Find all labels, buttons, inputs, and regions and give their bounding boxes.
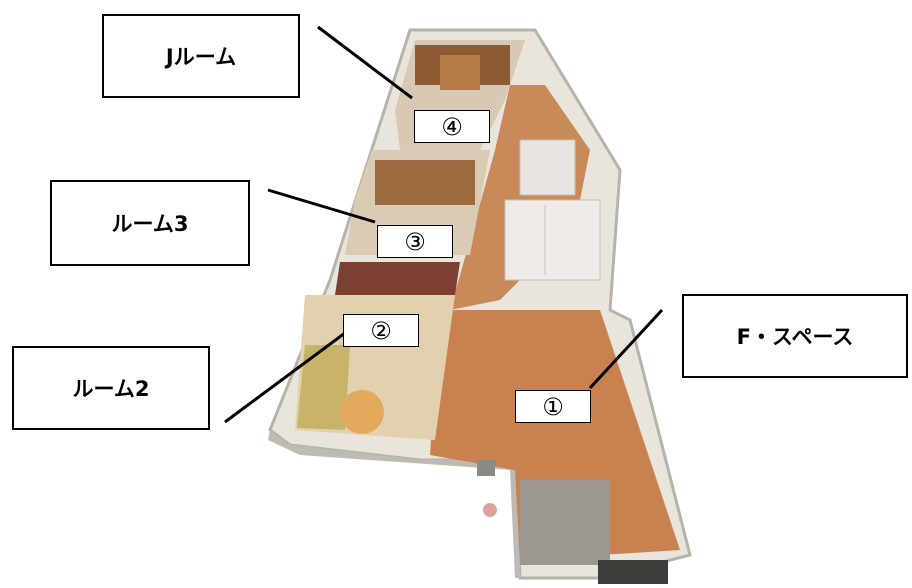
leader-line-f-space — [588, 308, 664, 390]
marker-1-text: ① — [542, 392, 564, 421]
entrance-light — [483, 503, 497, 517]
room3-callout: ルーム3 — [50, 180, 250, 266]
room2-tatami — [297, 345, 350, 430]
marker-3: ③ — [377, 225, 453, 258]
leader-line-j-room — [317, 25, 413, 100]
side-wall-shade — [268, 430, 520, 578]
f-space-callout: F・スペース — [682, 294, 908, 378]
j-room-panel — [440, 55, 480, 90]
marker-4: ④ — [414, 110, 490, 143]
f-space-floor — [430, 310, 680, 560]
room2-partition — [335, 262, 460, 295]
entrance-mat — [520, 480, 610, 565]
entrance-steps — [598, 560, 668, 584]
entrance-box — [477, 460, 495, 476]
marker-1: ① — [515, 390, 591, 423]
room3-label: ルーム3 — [111, 212, 189, 236]
marker-2: ② — [343, 314, 419, 347]
marker-2-text: ② — [370, 316, 392, 345]
room2-table — [340, 390, 384, 434]
j-room-callout: Jルーム — [102, 14, 300, 98]
bath-block — [504, 199, 601, 281]
leader-line-room2 — [224, 331, 346, 424]
marker-3-text: ③ — [404, 227, 426, 256]
f-space-label: F・スペース — [736, 325, 854, 349]
room2-label: ルーム2 — [72, 377, 150, 401]
leader-line-room3 — [267, 188, 376, 224]
j-room-label: Jルーム — [165, 45, 237, 69]
room3-wall — [375, 160, 475, 205]
marker-4-text: ④ — [441, 112, 463, 141]
kitchen-block — [519, 139, 576, 196]
room2-callout: ルーム2 — [12, 346, 210, 430]
